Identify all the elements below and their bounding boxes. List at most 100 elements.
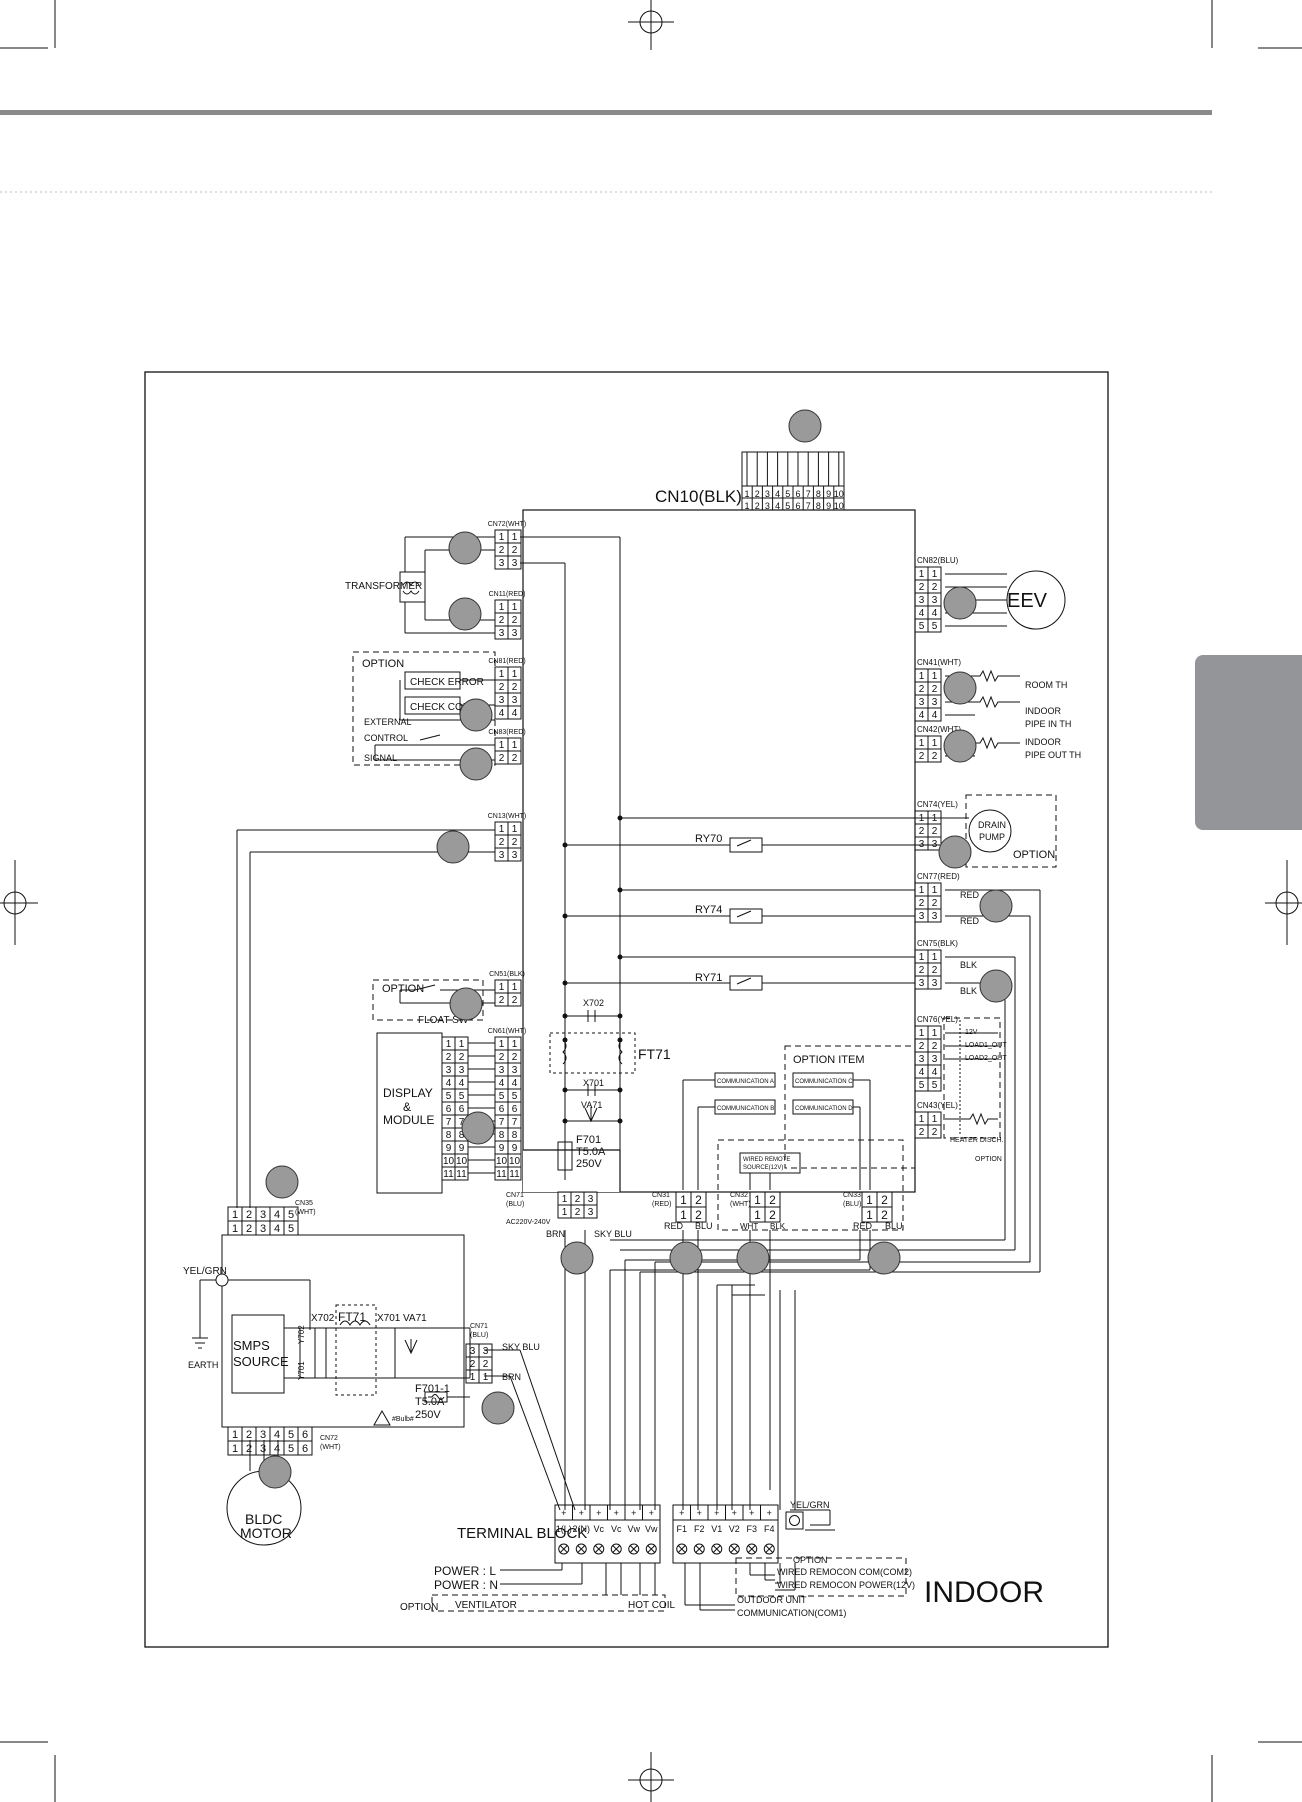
cn10-pin-bottom: 3 <box>765 501 770 511</box>
power-terminal-block-screw <box>575 1543 587 1555</box>
cn10-pin-top: 2 <box>755 489 760 499</box>
right-connector-pin-a: 3 <box>919 1054 925 1065</box>
display-connector-pin-b: 2 <box>459 1052 465 1063</box>
cn10-pin-bottom: 5 <box>785 501 790 511</box>
terminal-yel-grn: YEL/GRN <box>790 1500 830 1510</box>
junction-dot <box>617 887 623 893</box>
left-connector-pin-b: 3 <box>512 628 518 639</box>
load2-label: LOAD2_OUT <box>965 1055 1007 1062</box>
sky-blu-wire-label: SKY BLU <box>594 1229 632 1239</box>
display-connector-pin-a: 1 <box>446 1039 452 1050</box>
smps-y702: Y702 <box>297 1325 306 1344</box>
cn35-connector-pin-bottom: 5 <box>288 1223 294 1235</box>
left-connector-pin-a: 2 <box>499 682 505 693</box>
junction-dot <box>562 1118 568 1124</box>
left-connector-cell-b <box>507 1166 522 1181</box>
earth-terminal <box>785 1511 804 1530</box>
right-connector-pin-a: 1 <box>919 952 925 963</box>
junction-dot <box>617 1087 623 1093</box>
relay-ry70-label: RY70 <box>695 833 722 845</box>
cn10-label: CN10(BLK) <box>655 487 742 506</box>
comm-c-label: COMMUNICATION C <box>795 1079 853 1085</box>
cn32-label: CN32 <box>730 1192 748 1199</box>
left-connector-pin-b: 10 <box>509 1156 521 1167</box>
left-connector-pin-a: 7 <box>499 1117 505 1128</box>
right-connector-pin-a: 2 <box>919 965 925 976</box>
cn10-pin-bottom: 8 <box>816 501 821 511</box>
cn10-pin-bottom: 2 <box>755 501 760 511</box>
right-connector-pin-a: 3 <box>919 595 925 606</box>
comm-terminal-block-term-label: F1 <box>676 1524 687 1534</box>
power-terminal-block-screw-slot <box>612 1545 621 1553</box>
cn35-connector-pin-top: 4 <box>274 1209 280 1221</box>
comm-b-label: COMMUNICATION B <box>717 1106 774 1112</box>
comm-terminal-block-screw <box>746 1543 758 1555</box>
v12-label: 12V <box>965 1029 978 1036</box>
cn32-connector-cell-bottom <box>764 1206 781 1223</box>
cn31-connector-pin-bottom: 2 <box>695 1208 702 1222</box>
left-option-label: OPTION <box>362 658 404 670</box>
right-connector-pin-a: 1 <box>919 569 925 580</box>
heater-option-label: OPTION <box>975 1156 1002 1163</box>
cn72-bottom-connector-pin-top: 5 <box>288 1429 294 1441</box>
left-connector-pin-b: 11 <box>509 1169 520 1180</box>
check-error-label: CHECK ERROR <box>410 677 484 688</box>
comm-terminal-block-screw-slot <box>677 1545 686 1553</box>
left-connector-pin-b: 2 <box>512 682 518 693</box>
eev-label: EEV <box>1007 590 1048 612</box>
callout-markers <box>258 409 1013 1489</box>
comm-a-label: COMMUNICATION A <box>717 1079 774 1085</box>
comm-terminal-block-plus: + <box>697 1508 702 1518</box>
comm-terminal-block-screw-slot <box>712 1545 721 1553</box>
display-amp-label: & <box>403 1100 411 1114</box>
comm-terminal-block-term-label: V2 <box>729 1524 740 1534</box>
cn72-bottom-label: CN72 <box>320 1435 338 1442</box>
red-wire-label-bottom: RED <box>664 1221 684 1231</box>
right-connector-pin-b: 3 <box>932 595 938 606</box>
left-connector-pin-a: 11 <box>496 1169 507 1180</box>
comm-terminal-block-plus: + <box>749 1508 754 1518</box>
callout-marker <box>258 1455 292 1489</box>
left-connector-pin-a: 1 <box>499 1039 505 1050</box>
motor-label-1: BLDC <box>245 1511 282 1527</box>
right-connector-pin-b: 3 <box>932 1054 938 1065</box>
comm-terminal-block-screw-slot <box>695 1545 704 1553</box>
power-terminal-block-term-label: Vc <box>611 1524 622 1534</box>
smps-cn71-connector-pin-b: 3 <box>483 1346 489 1357</box>
earth-terminal-screw <box>789 1515 800 1526</box>
power-terminal-block-screw <box>645 1543 657 1555</box>
comm-terminal-block-term-label: V1 <box>711 1524 722 1534</box>
right-connector-pin-b: 4 <box>932 710 938 721</box>
display-connector-pin-a: 8 <box>446 1130 452 1141</box>
cn71-connector-pin-top: 3 <box>588 1194 594 1205</box>
left-connector-pin-a: 10 <box>496 1156 508 1167</box>
wired-remote-label-2: SOURCE(12V) <box>743 1165 783 1171</box>
cn72-bottom-connector-pin-top: 3 <box>260 1429 266 1441</box>
display-connector-pin-b: 3 <box>459 1065 465 1076</box>
power-leads <box>431 1557 907 1612</box>
display-connector-pin-b: 9 <box>459 1143 465 1154</box>
left-connector-label: CN13(WHT) <box>488 813 527 820</box>
module-label: MODULE <box>383 1113 434 1127</box>
cn71-connector-pin-bottom: 1 <box>562 1207 568 1218</box>
smps-warn: #Bulb# <box>392 1416 414 1423</box>
right-connector-cell-b <box>927 908 942 923</box>
left-connector-pin-b: 3 <box>512 558 518 569</box>
left-connector-pin-b: 2 <box>512 1052 518 1063</box>
power-terminal-block-cap <box>642 1504 661 1521</box>
cn33-color: (BLU) <box>843 1201 861 1208</box>
right-connector-pin-a: 4 <box>919 608 925 619</box>
option-item-label: OPTION ITEM <box>793 1054 865 1066</box>
left-connector-cell-b <box>507 750 522 765</box>
display-connector-pin-b: 1 <box>459 1039 465 1050</box>
right-connector-label: CN42(WHT) <box>917 725 961 734</box>
cn32-color: (WHT) <box>730 1201 751 1208</box>
smps-cn71-connector-cell-b <box>478 1369 493 1384</box>
right-connector-pin-b: 2 <box>932 826 938 837</box>
cn72-bottom-connector-pin-top: 2 <box>246 1429 252 1441</box>
left-connector-cell-b <box>507 625 522 640</box>
